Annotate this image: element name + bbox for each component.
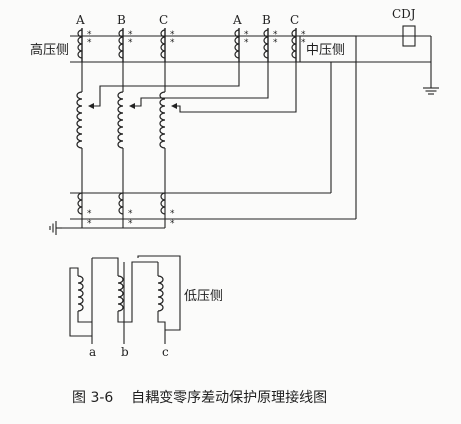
neutral-ct-c: * * <box>160 192 175 229</box>
high-voltage-label: 高压侧 <box>30 42 69 58</box>
autotransformer-winding-b <box>117 91 129 149</box>
svg-text:*: * <box>170 38 175 48</box>
mv-tap-a <box>88 62 240 109</box>
mv-ct-c: * * <box>291 28 306 62</box>
hv-ct-c: * * <box>160 28 175 62</box>
svg-text:*: * <box>87 38 92 48</box>
neutral-ct-a: * * <box>77 192 92 229</box>
hv-ct-b: * * <box>118 28 133 62</box>
ground-symbol-right <box>423 87 439 95</box>
relay-box <box>402 25 416 47</box>
svg-text:*: * <box>170 30 175 40</box>
mv-tap-b <box>129 62 269 109</box>
neutral-ct-b: * * <box>118 192 133 229</box>
lv-phase-b-label: b <box>121 345 129 359</box>
hv-phase-c-label: C <box>159 13 168 27</box>
svg-text:*: * <box>170 209 175 219</box>
svg-text:*: * <box>128 209 133 219</box>
autotransformer-winding-c <box>159 91 171 149</box>
svg-text:*: * <box>244 38 249 48</box>
hv-phase-a-label: A <box>75 13 85 27</box>
relay-label: CDJ <box>392 7 416 21</box>
svg-text:*: * <box>87 219 92 229</box>
autotransformer-winding-a <box>76 91 88 149</box>
lv-phase-a-label: a <box>89 345 96 359</box>
low-voltage-winding <box>69 255 181 344</box>
mv-phase-a-label: A <box>232 13 242 27</box>
svg-text:*: * <box>273 38 278 48</box>
mv-phase-b-label: B <box>262 13 271 27</box>
mv-tap-c <box>171 62 297 113</box>
svg-text:*: * <box>87 30 92 40</box>
svg-text:*: * <box>87 209 92 219</box>
lv-phase-c-label: c <box>162 345 169 359</box>
svg-text:*: * <box>128 38 133 48</box>
svg-text:*: * <box>128 30 133 40</box>
ground-symbol-left <box>49 221 62 235</box>
hv-phase-b-label: B <box>117 13 126 27</box>
low-voltage-label: 低压侧 <box>184 289 223 304</box>
figure-caption: 图 3-6 自耦变零序差动保护原理接线图 <box>72 389 327 406</box>
mv-ct-a: * * <box>234 28 249 62</box>
svg-text:*: * <box>301 30 306 40</box>
medium-voltage-box <box>299 35 357 63</box>
svg-text:*: * <box>301 38 306 48</box>
hv-ct-a: * * <box>77 28 92 62</box>
svg-text:*: * <box>170 219 175 229</box>
svg-text:*: * <box>273 30 278 40</box>
medium-voltage-label: 中压侧 <box>306 43 345 58</box>
svg-text:*: * <box>128 219 133 229</box>
svg-text:*: * <box>244 30 249 40</box>
mv-phase-c-label: C <box>290 13 299 27</box>
mv-ct-b: * * <box>263 28 278 62</box>
